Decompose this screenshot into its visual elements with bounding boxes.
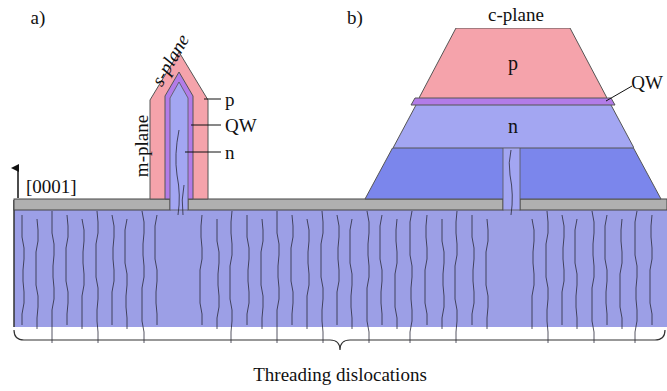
drawing-part [22,215,25,325]
drawing-part [442,219,445,329]
layer-region: p [419,28,607,98]
drawing-part [291,215,294,325]
drawing-part [261,219,264,329]
panel-label: b) [347,8,363,27]
layer-label: QW [631,73,663,92]
drawing-part [14,205,667,327]
drawing-part [486,219,489,329]
layer-label: n [225,143,235,162]
drawing-part [605,215,608,325]
layer-label: p [419,28,607,98]
drawing-part [425,215,428,325]
drawing-part [155,215,158,325]
drawing-part [562,215,565,325]
drawing-part [606,86,632,101]
drawing-part [277,211,280,343]
drawing-part [185,152,221,153]
layer-label: p [225,90,235,109]
drawing-part [176,130,179,215]
drawing-part [532,219,535,329]
drawing-part [14,199,170,210]
drawing-part [337,215,340,325]
drawing-part [36,219,39,329]
drawing-part [503,148,520,210]
drawing-part [82,219,85,329]
drawing-part [200,215,203,325]
drawing-part [592,211,595,343]
drawing-part [472,215,475,325]
drawing-part [350,219,353,329]
direction-label: [0001] [26,177,77,196]
drawing-part [247,215,250,325]
drawing-part [520,199,667,210]
drawing-part [191,125,221,126]
drawing-part [112,215,115,325]
caption-label: Threading dislocations [253,365,427,384]
panel-label: a) [31,8,46,27]
plane-label: m-plane [132,115,151,177]
drawing-part [96,211,99,343]
drawing-part [546,211,549,343]
drawing-part [230,211,233,343]
plane-label: c-plane [488,5,544,24]
drawing-part [411,98,615,105]
drawing-part [321,211,324,343]
drawing-part [66,215,69,325]
drawing-part [217,219,220,329]
drawing-part [650,215,653,325]
drawing-part [142,211,145,343]
drawing-part [393,105,634,148]
drawing-part [307,219,310,329]
drawing-part [17,168,19,198]
drawing-part [125,219,128,329]
drawing-part [380,215,383,325]
drawing-part [620,219,623,329]
drawing-part [395,219,398,329]
layer-region: n [393,105,634,148]
drawing-part [22,211,653,343]
drawing-part [188,199,503,210]
drawing-part [419,28,607,98]
drawing-part [455,211,458,343]
drawing-part [14,330,665,350]
drawing-part [204,99,221,100]
drawing-part [575,219,578,329]
layer-label: n [393,105,634,148]
drawing-part [410,211,413,343]
layer-label: QW [225,116,257,135]
drawing-part [52,211,55,343]
drawing-part [13,200,15,327]
drawing-part [635,211,638,343]
drawing-part [182,185,184,215]
drawing-part [367,211,370,343]
drawing-part [509,150,512,215]
